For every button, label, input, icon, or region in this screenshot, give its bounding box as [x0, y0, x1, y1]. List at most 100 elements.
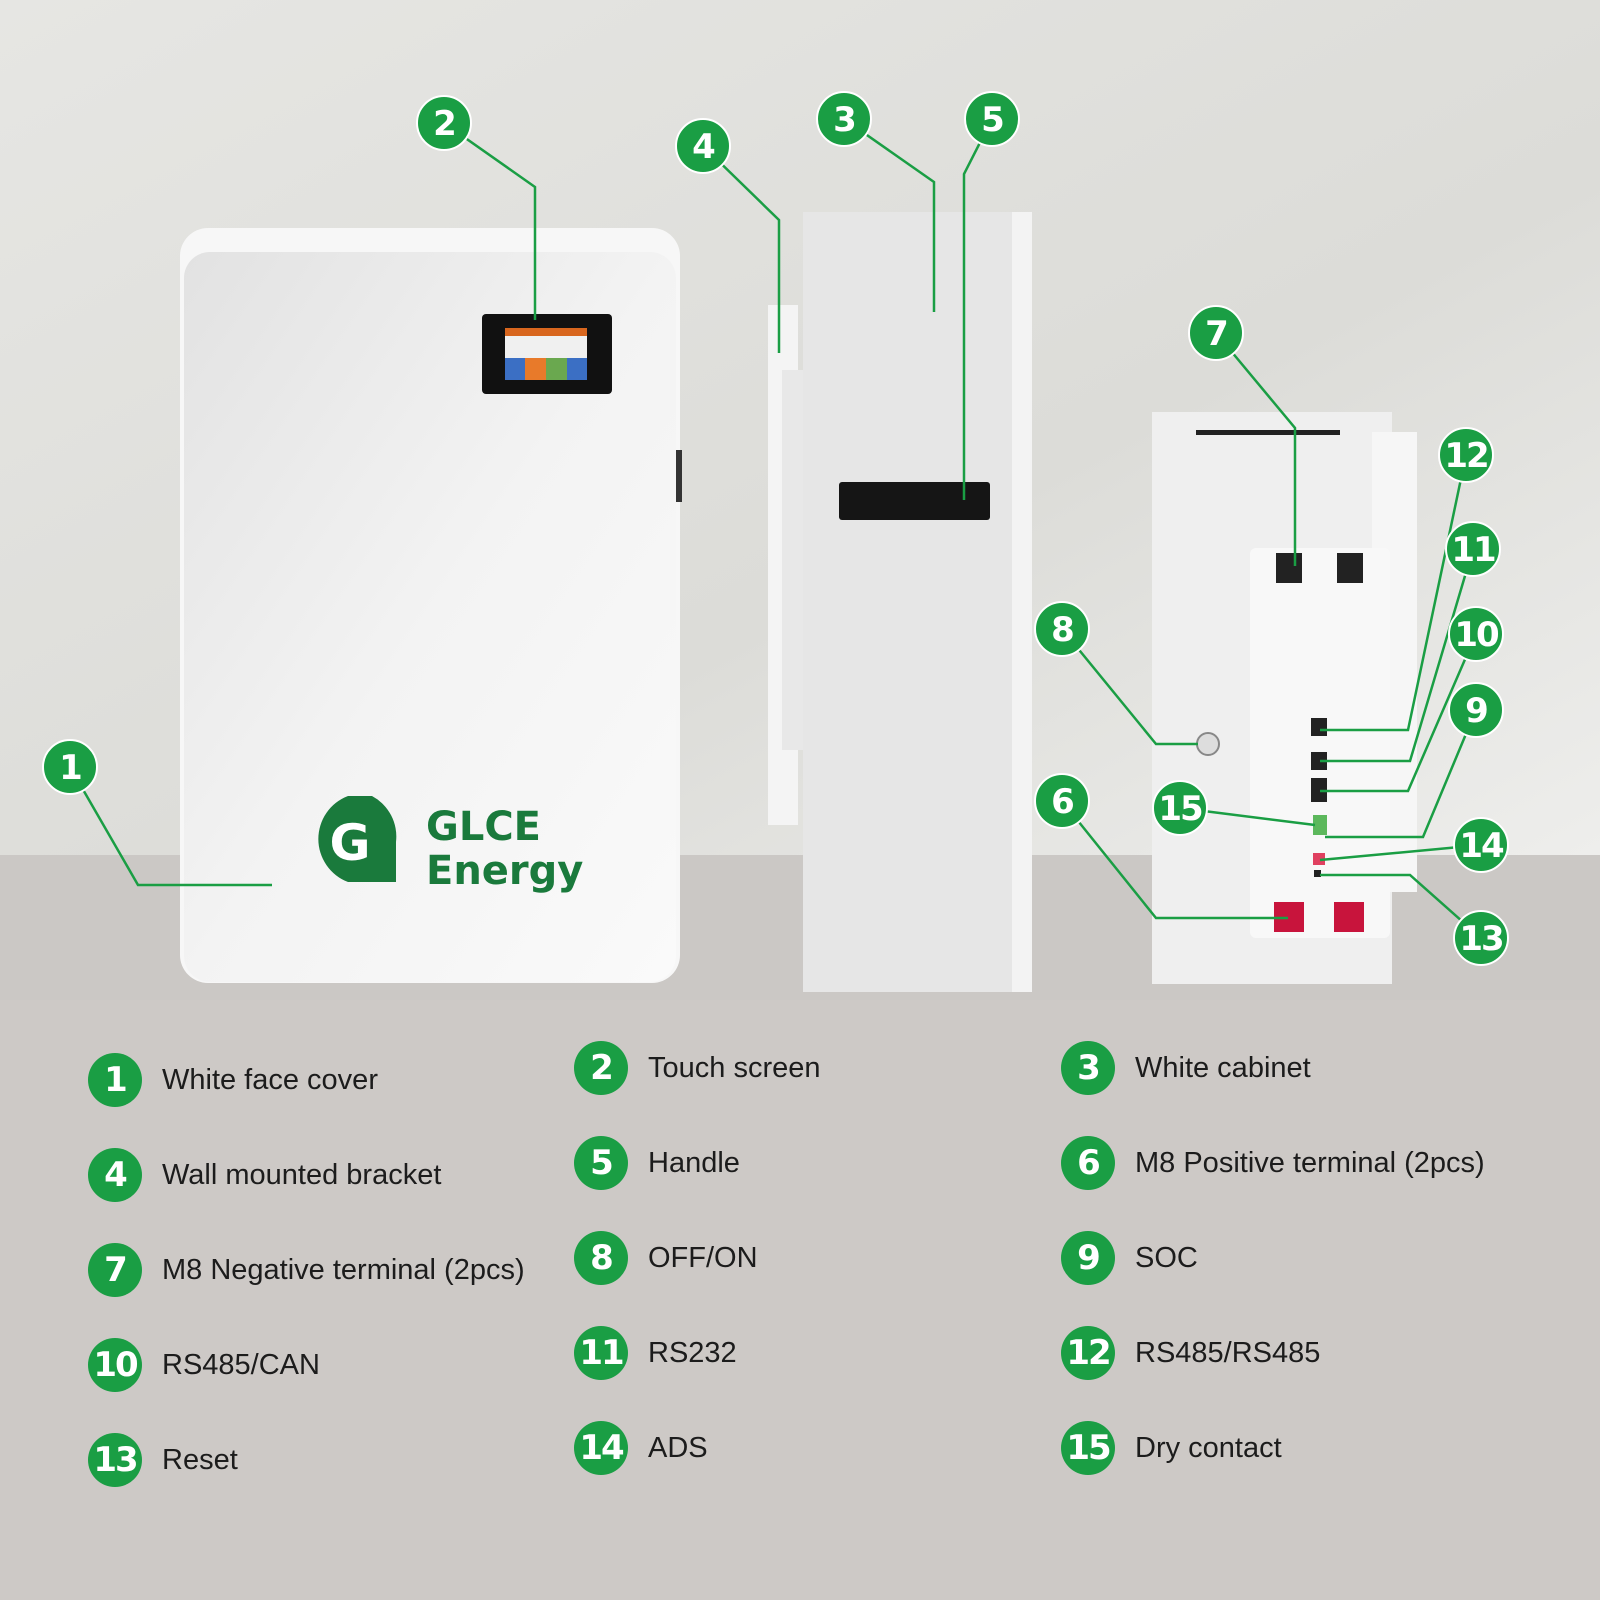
legend-label: Dry contact [1135, 1431, 1282, 1464]
callout-number: 3 [833, 100, 855, 140]
callout-3: 3 [816, 91, 872, 147]
legend-label: RS485/RS485 [1135, 1336, 1321, 1369]
legend-number-badge: 3 [1061, 1041, 1115, 1095]
callout-number: 14 [1459, 826, 1504, 866]
legend-item: 14 ADS [574, 1421, 708, 1475]
callout-12: 12 [1438, 427, 1494, 483]
legend-number-badge: 15 [1061, 1421, 1115, 1475]
logo-letter: G [329, 814, 370, 872]
legend-item: 7 M8 Negative terminal (2pcs) [88, 1243, 525, 1297]
handle [839, 482, 990, 520]
callout-number: 6 [1051, 782, 1073, 822]
callout-circle [42, 739, 98, 795]
callout-circle [964, 91, 1020, 147]
power-switch [1196, 732, 1220, 756]
logo-mark [318, 796, 397, 882]
legend-item: 8 OFF/ON [574, 1231, 758, 1285]
callout-circle [1438, 427, 1494, 483]
callout-circle [675, 118, 731, 174]
legend-item: 11 RS232 [574, 1326, 737, 1380]
callout-number: 7 [1205, 314, 1227, 354]
legend-label: Touch screen [648, 1051, 821, 1084]
legend-item: 5 Handle [574, 1136, 740, 1190]
callout-number: 5 [981, 100, 1003, 140]
legend-number-badge: 7 [88, 1243, 142, 1297]
callout-circle [1152, 780, 1208, 836]
callout-number: 1 [59, 748, 81, 788]
callout-13: 13 [1453, 910, 1509, 966]
legend-label: White face cover [162, 1063, 378, 1096]
logo-name-line1: GLCE [426, 804, 541, 850]
front-battery-unit: G GLCE Energy [180, 228, 682, 983]
callout-7: 7 [1188, 305, 1244, 361]
callout-number: 12 [1444, 436, 1487, 476]
legend-number-badge: 13 [88, 1433, 142, 1487]
callout-number: 10 [1454, 615, 1499, 655]
legend-number-badge: 4 [88, 1148, 142, 1202]
legend-label: M8 Positive terminal (2pcs) [1135, 1146, 1485, 1179]
side-battery-unit [768, 212, 1032, 992]
callout-4: 4 [675, 118, 731, 174]
legend-item: 6 M8 Positive terminal (2pcs) [1061, 1136, 1485, 1190]
legend-number-badge: 14 [574, 1421, 628, 1475]
legend-label: White cabinet [1135, 1051, 1311, 1084]
legend-number-badge: 10 [88, 1338, 142, 1392]
legend-number-badge: 2 [574, 1041, 628, 1095]
callout-circle [1188, 305, 1244, 361]
legend-number-badge: 1 [88, 1053, 142, 1107]
callout-circle [1453, 910, 1509, 966]
callout-1: 1 [42, 739, 98, 795]
legend: 1 White face cover 2 Touch screen 3 White cab… [0, 1000, 1600, 1600]
legend-item: 1 White face cover [88, 1053, 378, 1107]
callout-8: 8 [1034, 601, 1090, 657]
callout-circle [1448, 682, 1504, 738]
legend-label: M8 Negative terminal (2pcs) [162, 1253, 525, 1286]
legend-item: 10 RS485/CAN [88, 1338, 320, 1392]
rear-battery-unit [1152, 412, 1417, 984]
callout-6: 6 [1034, 773, 1090, 829]
callout-15: 15 [1152, 780, 1208, 836]
legend-label: OFF/ON [648, 1241, 758, 1274]
legend-number-badge: 9 [1061, 1231, 1115, 1285]
legend-item: 13 Reset [88, 1433, 238, 1487]
callout-10: 10 [1448, 606, 1504, 662]
legend-label: SOC [1135, 1241, 1198, 1274]
callout-2: 2 [416, 95, 472, 151]
callout-number: 2 [433, 104, 455, 144]
legend-label: ADS [648, 1431, 708, 1464]
legend-item: 9 SOC [1061, 1231, 1198, 1285]
legend-label: Handle [648, 1146, 740, 1179]
callout-5: 5 [964, 91, 1020, 147]
legend-item: 12 RS485/RS485 [1061, 1326, 1320, 1380]
callout-circle [816, 91, 872, 147]
legend-label: RS232 [648, 1336, 737, 1369]
callout-circle [1034, 773, 1090, 829]
callout-circle [416, 95, 472, 151]
callout-14: 14 [1453, 817, 1509, 873]
callout-number: 9 [1465, 691, 1487, 731]
product-illustration: G GLCE Energy [0, 0, 1600, 992]
legend-number-badge: 12 [1061, 1326, 1115, 1380]
callout-circle [1445, 521, 1501, 577]
callout-circle [1448, 606, 1504, 662]
callout-11: 11 [1445, 521, 1501, 577]
legend-number-badge: 6 [1061, 1136, 1115, 1190]
callout-circle [1034, 601, 1090, 657]
callout-number: 4 [692, 127, 715, 167]
callout-circle [1453, 817, 1509, 873]
legend-number-badge: 11 [574, 1326, 628, 1380]
legend-item: 2 Touch screen [574, 1041, 821, 1095]
callout-number: 8 [1051, 610, 1073, 650]
legend-number-badge: 8 [574, 1231, 628, 1285]
callout-number: 11 [1451, 530, 1495, 570]
legend-item: 15 Dry contact [1061, 1421, 1282, 1475]
logo-name-line2: Energy [426, 848, 583, 894]
callout-number: 13 [1459, 919, 1502, 959]
legend-label: RS485/CAN [162, 1348, 320, 1381]
legend-number-badge: 5 [574, 1136, 628, 1190]
legend-label: Reset [162, 1443, 238, 1476]
callout-number: 15 [1158, 789, 1202, 829]
leader-lines [68, 117, 1482, 939]
